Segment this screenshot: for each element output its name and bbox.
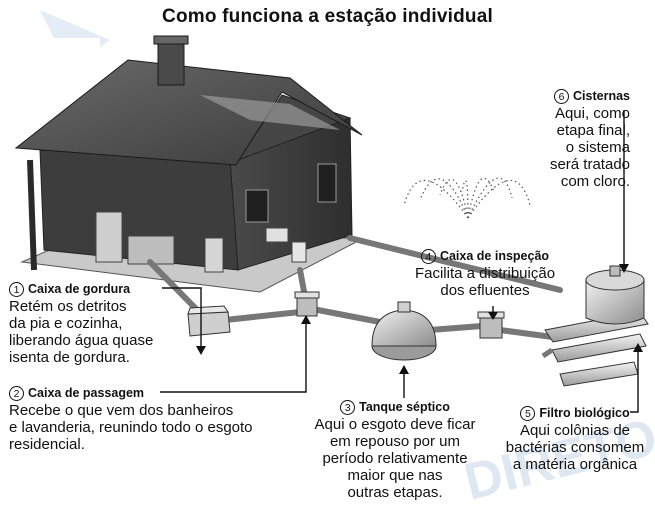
step-2: 2 Caixa de passagem Recebe o que vem dos…: [9, 385, 309, 453]
house: [14, 35, 363, 273]
window-right: [317, 163, 337, 203]
callout-line-5: [630, 352, 639, 413]
septic-tank: [371, 301, 437, 361]
bathroom-sink: [265, 227, 289, 243]
junction-box: [294, 291, 320, 317]
step-2-number: 2: [9, 386, 24, 401]
porch-post: [27, 159, 37, 271]
page-title: Como funciona a estação individual: [162, 6, 493, 27]
blank-box: [8, 38, 100, 96]
callout-line-1: [162, 287, 202, 348]
step-6: 6 Cisternas Aqui, como etapa final, o si…: [500, 88, 630, 190]
step-4-description: Facilita a distribuição dos efluentes: [414, 265, 556, 299]
arrow-head-4: [488, 312, 498, 320]
arrow-head-1: [196, 346, 206, 355]
arrow-head-5: [633, 343, 643, 352]
step-6-number: 6: [554, 89, 570, 104]
step-1-number: 1: [9, 282, 24, 297]
arrow-head-6: [619, 264, 629, 273]
pipe-grease-to-junction: [222, 309, 303, 323]
callout-lines: [160, 110, 639, 413]
water-heater: [204, 237, 224, 273]
step-6-description: Aqui, como etapa final, o sistema será t…: [549, 105, 630, 190]
step-1: 1 Caixa de gordura Retém os detritos da …: [9, 281, 209, 366]
step-4: 4 Caixa de inspeção Facilita a distribui…: [400, 248, 570, 299]
sprinkler-spray: [403, 177, 531, 219]
step-3: 3 Tanque séptico Aqui o esgoto deve fica…: [305, 399, 485, 501]
step-1-title: Caixa de gordura: [28, 282, 131, 296]
arrow-heads: [196, 264, 643, 374]
step-1-description: Retém os detritos da pia e cozinha, libe…: [9, 298, 154, 366]
step-1-heading: 1 Caixa de gordura: [9, 281, 209, 298]
biological-filter: [541, 311, 649, 387]
roof-tiles: [200, 95, 340, 130]
step-3-title: Tanque séptico: [359, 400, 450, 414]
step-4-number: 4: [420, 249, 436, 264]
chimney: [157, 39, 185, 86]
pipe-tank-to-inspection: [427, 323, 485, 333]
step-6-heading: 6 Cisternas: [500, 88, 630, 105]
step-2-title: Caixa de passagem: [28, 386, 145, 400]
arrow-head-3: [399, 365, 409, 374]
cistern: [585, 265, 645, 325]
pipe-house-back: [347, 235, 563, 293]
step-4-heading: 4 Caixa de inspeção: [400, 248, 570, 265]
step-3-number: 3: [340, 400, 356, 415]
pipe-junction-to-tank: [315, 307, 383, 325]
step-3-heading: 3 Tanque séptico: [305, 399, 485, 416]
step-5-title: Filtro biológico: [539, 406, 630, 420]
window-left: [245, 189, 269, 223]
step-4-title: Caixa de inspeção: [439, 249, 550, 263]
step-2-description: Recebe o que vem dos banheiros e lavande…: [9, 402, 253, 453]
step-5-heading: 5 Filtro biológico: [500, 405, 650, 422]
washer: [95, 211, 123, 263]
callout-line-2: [160, 322, 307, 393]
step-6-title: Cisternas: [573, 89, 630, 103]
step-3-description: Aqui o esgoto deve ficar em repouso por …: [314, 416, 476, 501]
step-5-number: 5: [520, 406, 536, 421]
grease-box: [187, 305, 231, 337]
toilet: [291, 241, 307, 263]
arrow-head-2: [301, 315, 311, 324]
step-2-heading: 2 Caixa de passagem: [9, 385, 309, 402]
step-5-description: Aqui colônias de bactérias consomem a ma…: [505, 422, 645, 473]
chimney-cap: [153, 35, 189, 45]
step-5: 5 Filtro biológico Aqui colônias de bact…: [500, 405, 650, 473]
house-roof: [14, 59, 363, 166]
